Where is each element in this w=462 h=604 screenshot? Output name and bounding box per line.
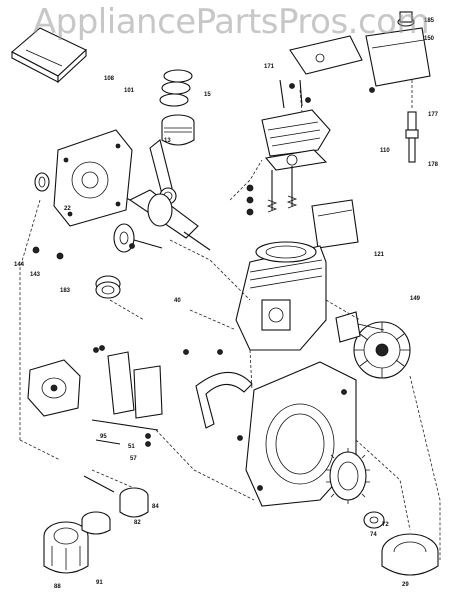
fasteners [32, 79, 375, 493]
part-label-143: 143 [30, 272, 41, 278]
part-label-29: 29 [402, 582, 409, 588]
part-label-22: 22 [64, 206, 71, 212]
part-label-110: 110 [380, 148, 390, 154]
assembly-leader-lines [19, 80, 441, 560]
rewind-starter [381, 533, 439, 576]
part-label-84: 84 [152, 504, 159, 510]
part-label-51: 51 [128, 444, 135, 450]
part-label-74: 74 [370, 532, 377, 538]
part-label-178: 178 [428, 162, 439, 168]
head-gasket [264, 149, 328, 171]
part-label-15: 15 [204, 92, 211, 98]
part-label-144: 144 [14, 262, 25, 268]
piston-rings [159, 69, 193, 107]
muffler [365, 11, 431, 87]
part-label-72: 72 [382, 522, 389, 528]
part-label-91: 91 [96, 580, 103, 586]
part-label-40: 40 [174, 298, 181, 304]
throttle-linkage [91, 351, 163, 431]
carburetor [27, 359, 81, 417]
starter-gear [326, 448, 370, 504]
crankcase-cover [53, 129, 133, 227]
cam-gear [113, 223, 163, 253]
oil-seal [34, 172, 50, 192]
spark-plug [405, 111, 419, 163]
cylinder-block [235, 241, 327, 351]
part-label-177: 177 [428, 112, 439, 118]
part-label-185: 185 [424, 18, 435, 24]
drive-sleeve [81, 511, 111, 535]
cylinder-head [261, 109, 331, 157]
part-label-101: 101 [124, 88, 135, 94]
crankshaft [111, 189, 211, 251]
gasket-set-package [11, 27, 87, 84]
part-label-108: 108 [104, 76, 115, 82]
clutch-drum [43, 521, 89, 574]
part-label-121: 121 [374, 252, 385, 258]
breather-cover [311, 199, 359, 249]
part-label-57: 57 [130, 456, 137, 462]
valve-assembly [266, 166, 298, 213]
flywheel [353, 321, 411, 379]
starter-cup [363, 511, 385, 529]
part-label-13: 13 [164, 138, 171, 144]
part-label-88: 88 [54, 584, 61, 590]
part-number-labels: 108 101 15 171 185 150 177 178 110 22 12… [14, 18, 439, 590]
part-label-95: 95 [100, 434, 107, 440]
piston [161, 114, 195, 146]
part-label-183: 183 [60, 288, 71, 294]
cylinder-baffle [195, 371, 253, 429]
oil-fill-plug [95, 275, 121, 299]
exhaust-bracket [289, 35, 363, 75]
part-label-150: 150 [424, 36, 435, 42]
part-label-171: 171 [264, 64, 275, 70]
oil-seal-housing [119, 487, 149, 518]
part-label-149: 149 [410, 296, 421, 302]
part-label-82: 82 [134, 520, 141, 526]
